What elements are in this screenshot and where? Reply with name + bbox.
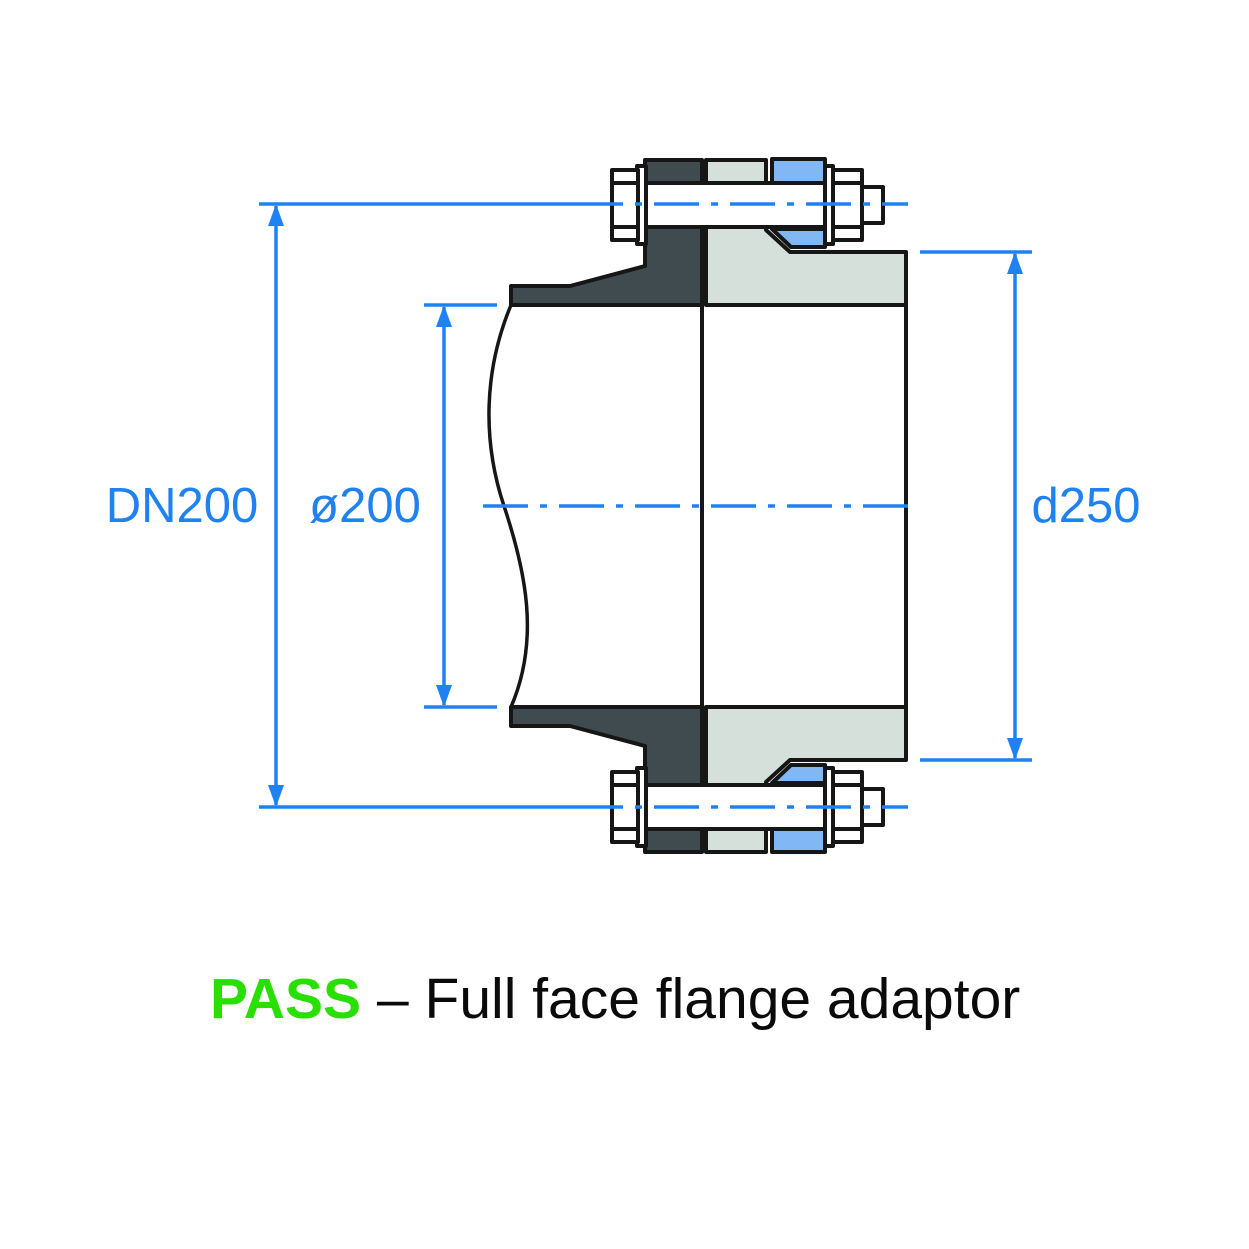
caption: PASS – Full face flange adaptor xyxy=(210,967,1020,1031)
d250-arrow-down xyxy=(1007,738,1023,760)
bore-label: ø200 xyxy=(309,479,421,533)
bore-dimension: ø200 xyxy=(309,303,497,709)
d250-arrow-up xyxy=(1007,252,1023,274)
bore-arrow-up xyxy=(436,305,452,327)
gasket-ring-top-outer xyxy=(770,157,827,185)
caption-text: – Full face flange adaptor xyxy=(377,967,1020,1031)
centerlines xyxy=(483,202,920,809)
dn200-arrow-up xyxy=(268,204,284,226)
pass-status-text: PASS xyxy=(210,967,361,1031)
dn200-dimension: DN200 xyxy=(106,202,578,809)
d250-dimension: d250 xyxy=(920,250,1141,762)
gasket-ring-bottom-outer xyxy=(770,827,827,854)
d250-label: d250 xyxy=(1031,479,1140,533)
dn200-arrow-down xyxy=(268,785,284,807)
bore-arrow-down xyxy=(436,685,452,707)
dn200-label: DN200 xyxy=(106,479,259,533)
